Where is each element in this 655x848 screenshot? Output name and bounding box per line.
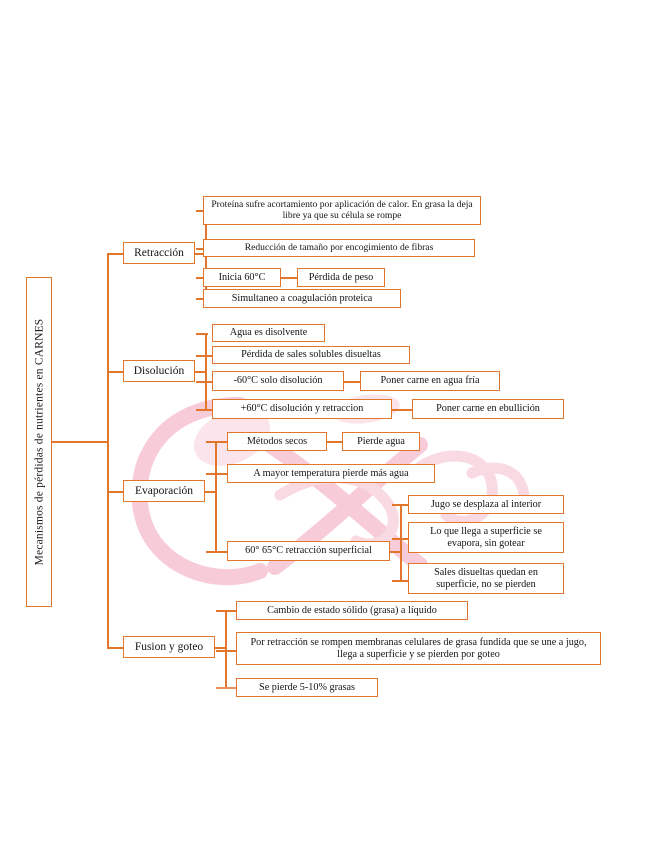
subspine-fusion [225,610,227,687]
connector-r3a [281,277,299,279]
branch-label: Fusion y goteo [134,640,204,653]
leaf-text: Inicia 60°C [218,271,266,283]
connector-d4a [392,409,414,411]
leaf-node-d1[interactable]: Agua es disolvente [212,324,325,342]
branch-label: Retracción [134,246,184,259]
leaf-text: Se pierde 5-10% grasas [259,681,355,693]
leaf-node-e2[interactable]: A mayor temperatura pierde más agua [227,464,435,483]
leaf-text: Proteína sufre acortamiento por aplicaci… [211,198,473,221]
subspine-disolucion [205,333,207,410]
leaf-node-e3c[interactable]: Sales disueltas quedan en superficie, no… [408,563,564,594]
connector-e1 [206,441,228,443]
connector-r3 [196,277,208,279]
leaf-node-d4a[interactable]: Poner carne en ebullición [412,399,564,419]
leaf-text: Pérdida de sales solubles disueltas [241,349,381,361]
connector-e3c [392,580,410,582]
subspine-evaporacion [215,441,217,551]
connector-d3a [344,381,362,383]
connector-d1 [196,333,208,335]
leaf-node-e1a[interactable]: Pierde agua [342,432,420,451]
leaf-text: Métodos secos [246,435,308,447]
branch-label: Evaporación [134,484,194,497]
leaf-text: Sales disueltas quedan en superficie, no… [434,567,538,590]
leaf-node-d3[interactable]: -60°C solo disolución [212,371,344,391]
leaf-text: 60° 65°C retracción superficial [245,545,372,557]
connector-f2 [216,650,238,652]
branch-line-evaporacion [107,491,124,493]
leaf-text: Reducción de tamaño por encogimiento de … [244,241,434,253]
leaf-text: +60°C disolución y retraccion [240,403,364,415]
connector-f1 [216,610,238,612]
leaf-text: Pérdida de peso [308,271,374,283]
branch-line-retraccion [107,253,124,255]
leaf-text: Por retracción se rompen membranas celul… [250,637,587,660]
leaf-node-f3[interactable]: Se pierde 5-10% grasas [236,678,378,697]
leaf-text: -60°C solo disolución [233,375,323,387]
leaf-node-e3a[interactable]: Jugo se desplaza al interior [408,495,564,514]
leaf-node-r2[interactable]: Reducción de tamaño por encogimiento de … [203,239,475,257]
leaf-text: Pierde agua [357,435,405,447]
leaf-text: Simultaneo a coagulación proteica [231,292,373,304]
branch-node-retraccion[interactable]: Retracción [123,242,195,264]
leaf-text: A mayor temperatura pierde más agua [253,467,409,479]
leaf-node-e3b[interactable]: Lo que llega a superficie se evapora, si… [408,522,564,553]
branch-node-fusion[interactable]: Fusion y goteo [123,636,215,658]
root-trunk-line [52,441,108,443]
leaf-node-r4[interactable]: Simultaneo a coagulación proteica [203,289,401,308]
leaf-node-e1[interactable]: Métodos secos [227,432,327,451]
connector-d3 [196,381,212,383]
branch-line-fusion [107,647,124,649]
connector-d4 [196,409,212,411]
leaf-node-e3[interactable]: 60° 65°C retracción superficial [227,541,390,561]
connector-fusion-out [215,647,226,649]
connector-disolucion-out [195,371,206,373]
leaf-node-f1[interactable]: Cambio de estado sólido (grasa) a líquid… [236,601,468,620]
leaf-node-d2[interactable]: Pérdida de sales solubles disueltas [212,346,410,364]
connector-e2 [206,473,228,475]
root-node[interactable]: Mecanismos de pérdidas de nutrientes en … [26,277,52,607]
leaf-node-r3[interactable]: Inicia 60°C [203,268,281,287]
root-spine-line [107,253,109,647]
connector-r4 [196,298,208,300]
leaf-node-d4[interactable]: +60°C disolución y retraccion [212,399,392,419]
leaf-text: Poner carne en ebullición [436,403,540,415]
branch-label: Disolución [133,364,185,377]
leaf-text: Cambio de estado sólido (grasa) a líquid… [267,604,437,616]
leaf-node-d3a[interactable]: Poner carne en agua fría [360,371,500,391]
leaf-node-f2[interactable]: Por retracción se rompen membranas celul… [236,632,601,665]
leaf-text: Poner carne en agua fría [380,375,480,387]
connector-d2 [196,355,212,357]
leaf-node-r1[interactable]: Proteína sufre acortamiento por aplicaci… [203,196,481,225]
leaf-text: Lo que llega a superficie se evapora, si… [430,526,542,549]
connector-e3 [206,551,228,553]
branch-node-disolucion[interactable]: Disolución [123,360,195,382]
leaf-node-r3a[interactable]: Pérdida de peso [297,268,385,287]
leaf-text: Agua es disolvente [229,327,308,339]
branch-line-disolucion [107,371,124,373]
connector-r2 [196,248,208,250]
connector-f3 [216,687,238,689]
root-label: Mecanismos de pérdidas de nutrientes en … [33,318,46,566]
leaf-text: Jugo se desplaza al interior [430,498,542,510]
connector-retraccion-out [195,253,206,255]
branch-node-evaporacion[interactable]: Evaporación [123,480,205,502]
subspine-e3 [400,504,402,581]
connector-r1 [196,210,208,212]
